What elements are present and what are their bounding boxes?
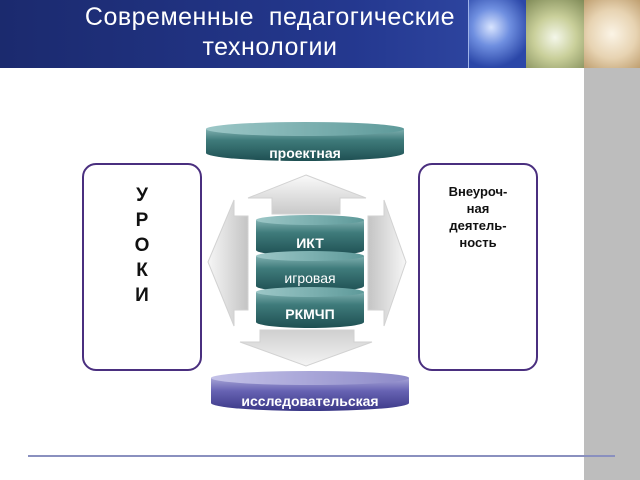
cylinder-game xyxy=(256,251,364,292)
arrow-up xyxy=(247,174,367,215)
header-photo-paper xyxy=(584,0,640,68)
game-label: игровая xyxy=(284,270,336,286)
arrow-left xyxy=(207,199,249,327)
lessons-letter: У xyxy=(136,185,148,206)
slide-title-line-2: технологии xyxy=(202,33,338,61)
ikt-label: ИКТ xyxy=(296,235,324,251)
extracurricular-line: ная xyxy=(466,201,490,216)
project-label: проектная xyxy=(269,145,341,161)
arrow-right xyxy=(367,199,407,327)
extracurricular-line: деятель- xyxy=(449,218,507,233)
header-photo-globe xyxy=(468,0,526,68)
lessons-vertical-text: У Р О К И xyxy=(130,183,154,308)
lessons-letter: И xyxy=(135,285,149,306)
extracurricular-box xyxy=(418,163,538,371)
cylinder-rkmchp xyxy=(256,287,364,328)
lessons-letter: Р xyxy=(135,210,149,231)
research-label: исследовательская xyxy=(241,393,379,409)
cylinder-ikt xyxy=(256,215,364,256)
header-photo-frame xyxy=(468,0,640,68)
header-photo-strip xyxy=(468,0,640,68)
slide-title-line-1: Современные педагогические xyxy=(84,3,456,31)
extracurricular-line: Внеуроч- xyxy=(448,184,508,199)
cylinder-research xyxy=(211,371,409,411)
lessons-box xyxy=(82,163,202,371)
extracurricular-line: ность xyxy=(459,235,497,250)
arrow-down xyxy=(239,329,373,367)
right-side-strip xyxy=(584,68,640,480)
lessons-letter: О xyxy=(134,235,150,256)
extracurricular-text: Внеуроч- ная деятель- ность xyxy=(422,183,534,251)
header-photo-calculator xyxy=(526,0,584,68)
rkmchp-label: РКМЧП xyxy=(285,306,335,322)
cylinder-project xyxy=(206,122,404,161)
footer-divider xyxy=(28,455,615,457)
lessons-letter: К xyxy=(136,260,148,281)
slide-title: Современные педагогические технологии xyxy=(0,0,540,62)
